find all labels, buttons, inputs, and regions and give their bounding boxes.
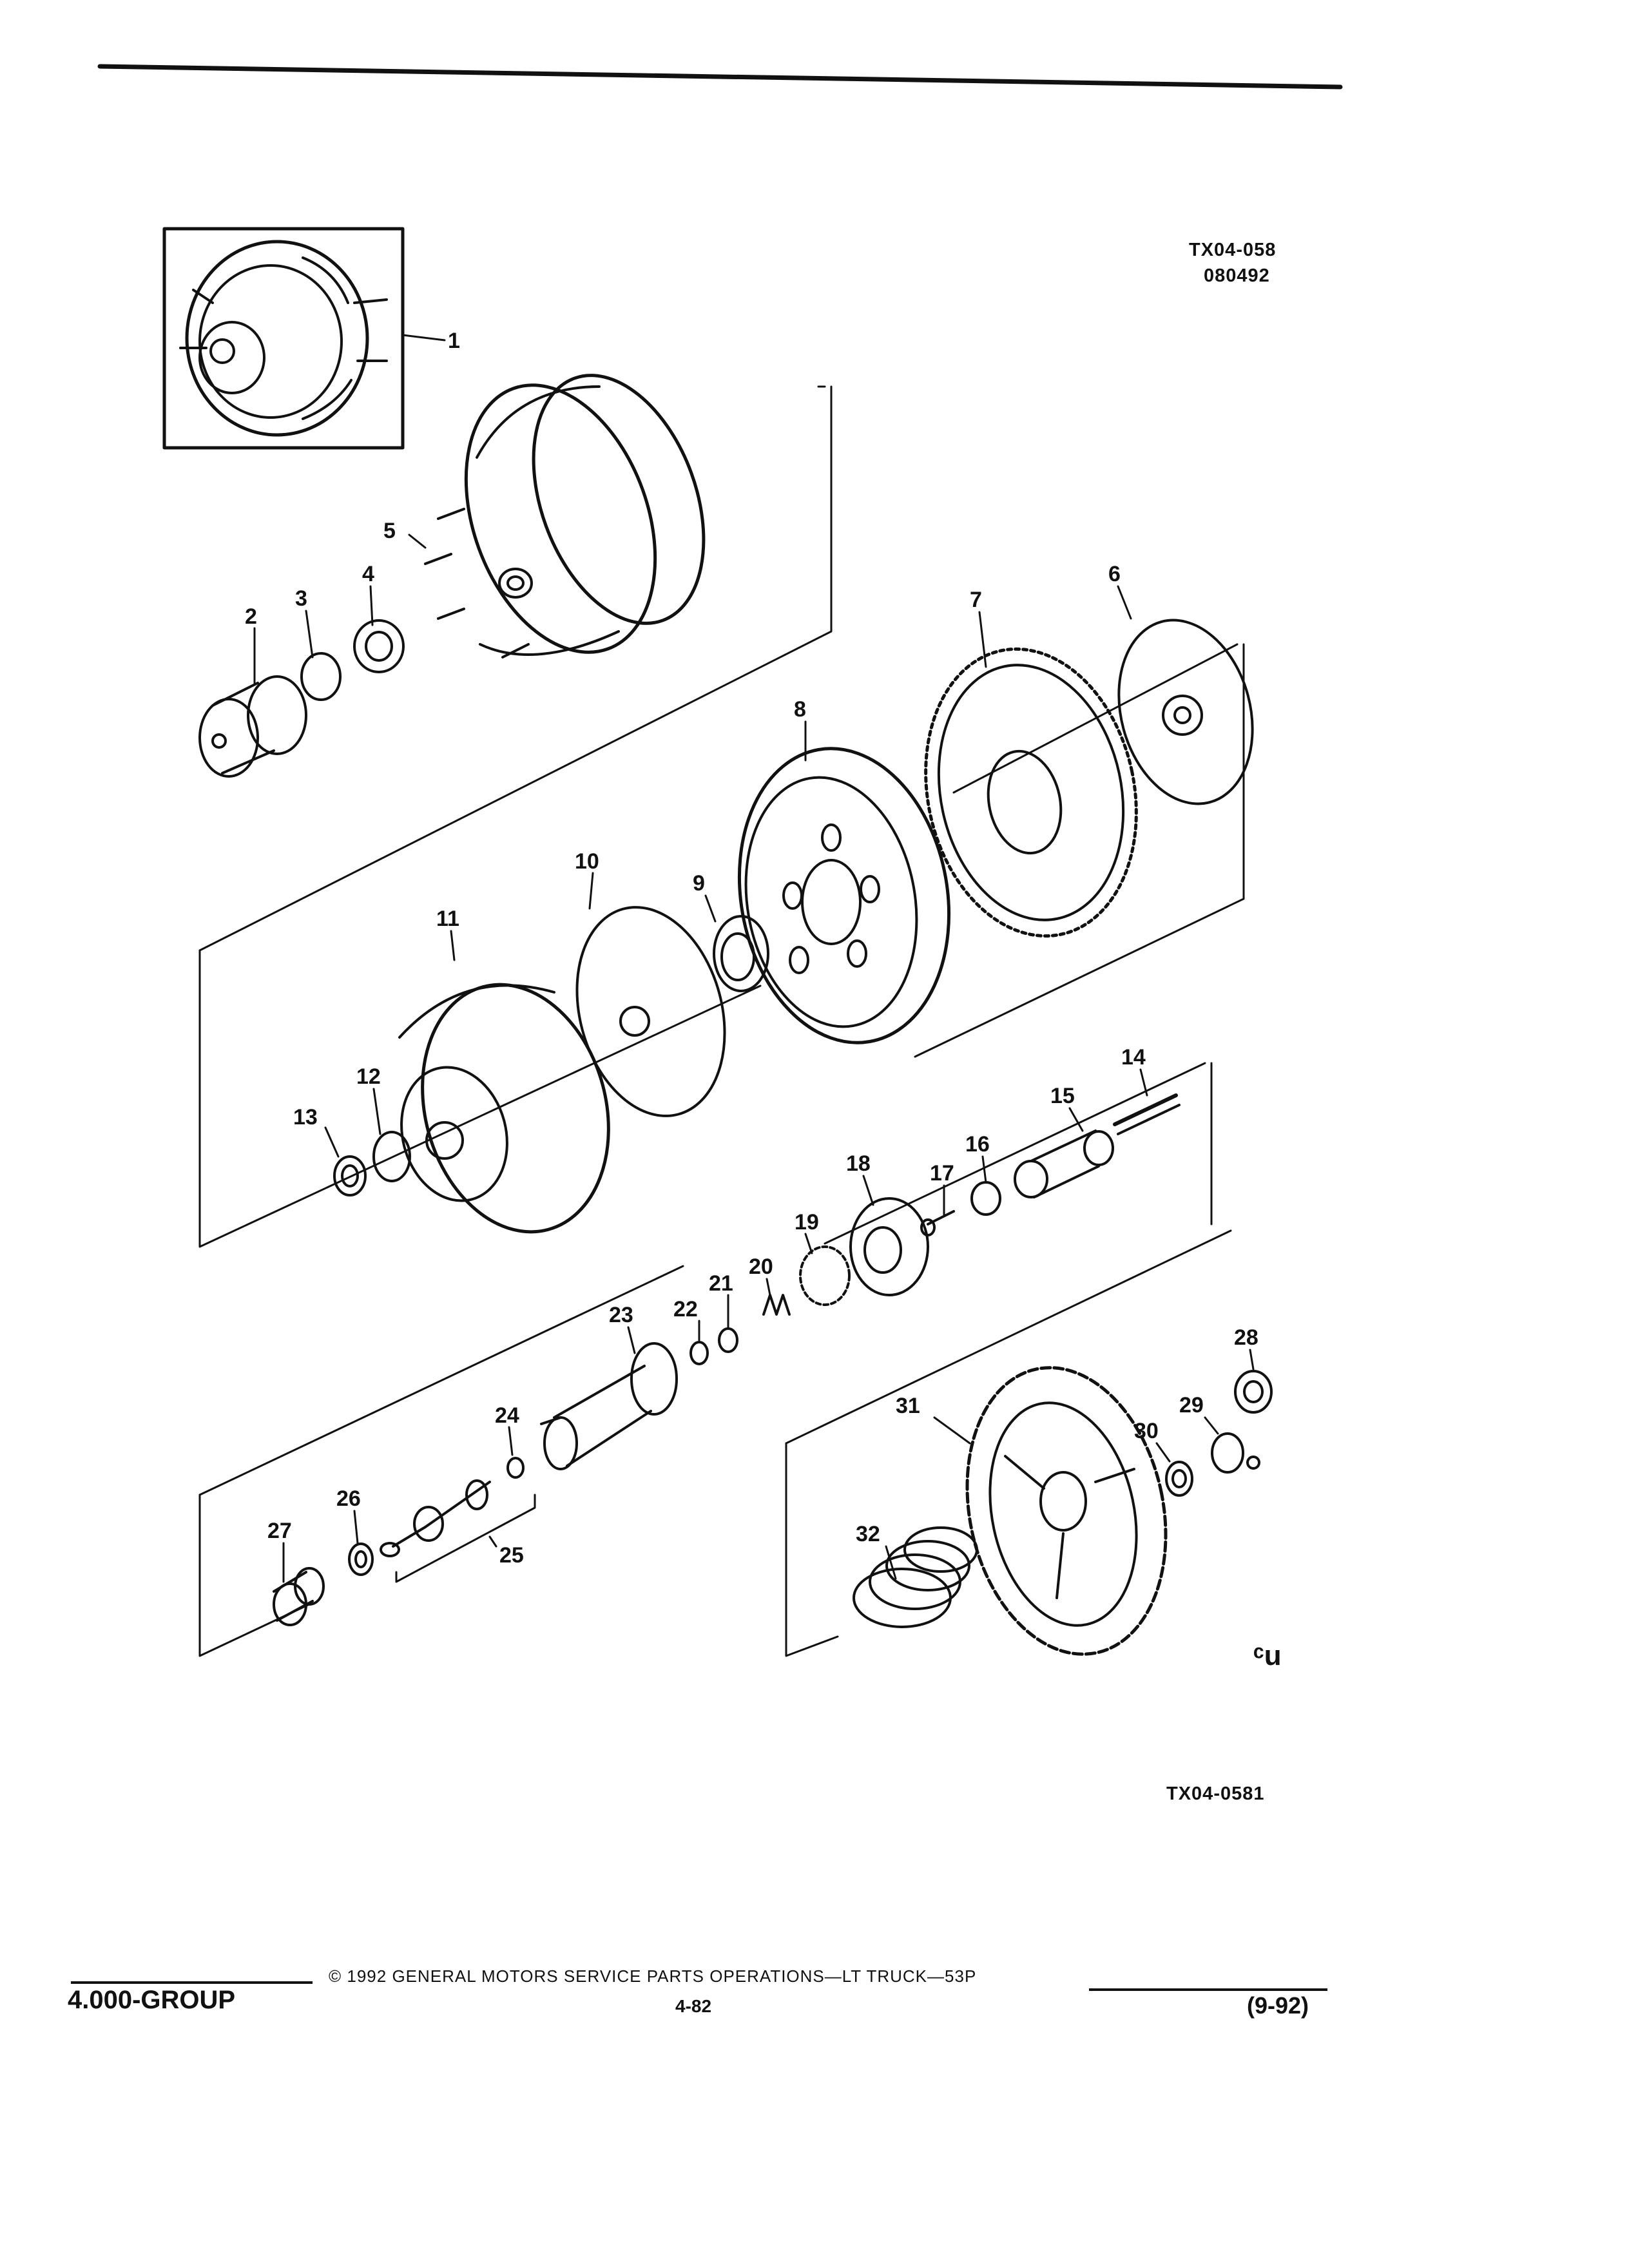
- callout-28: 28: [1234, 1325, 1258, 1350]
- callout-18: 18: [846, 1151, 871, 1176]
- part-24: [506, 1457, 525, 1479]
- callout-24: 24: [495, 1403, 519, 1428]
- valve-body-23: [540, 1342, 678, 1470]
- seal-9: [713, 915, 769, 992]
- seal-12-13: [333, 1131, 411, 1196]
- seal-ring-7: [924, 647, 1138, 938]
- callout-7: 7: [970, 588, 982, 612]
- bottom-figure-code: TX04-0581: [1166, 1783, 1265, 1804]
- group-label: 4.000-GROUP: [68, 1986, 236, 2014]
- pulley-8: [737, 747, 951, 1044]
- callout-numbers: 1 2 3 4 5 6 7 8 9 10 11 12 13 14 15 16 1…: [245, 329, 1258, 1568]
- diaphragm-10: [575, 906, 726, 1117]
- figure-date: 080492: [1204, 265, 1270, 286]
- cu-mark: ᶜu: [1253, 1640, 1282, 1671]
- copyright-line: © 1992 GENERAL MOTORS SERVICE PARTS OPER…: [329, 1966, 977, 1986]
- pin-14: [1113, 1093, 1181, 1135]
- callout-32: 32: [856, 1522, 880, 1546]
- callout-27: 27: [267, 1519, 292, 1543]
- part-30: [1165, 1461, 1193, 1497]
- diaphragm-6: [1117, 619, 1254, 805]
- front-housing-11: [398, 983, 610, 1234]
- revision-date: (9-92): [1247, 1992, 1309, 2019]
- callout-5: 5: [383, 519, 396, 543]
- guide-lines-upper: [198, 385, 1245, 1248]
- callout-20: 20: [749, 1254, 773, 1279]
- plate-18: [849, 1197, 929, 1296]
- callout-9: 9: [693, 871, 705, 896]
- callout-15: 15: [1050, 1084, 1075, 1108]
- part-16-17: [920, 1181, 1001, 1236]
- callout-11: 11: [436, 907, 459, 931]
- inset-assembly-box: [162, 227, 405, 450]
- callout-10: 10: [575, 849, 599, 874]
- callout-25: 25: [499, 1543, 524, 1568]
- gear-19: [799, 1245, 851, 1306]
- callout-22: 22: [673, 1297, 698, 1321]
- callout-23: 23: [609, 1303, 633, 1327]
- callout-26: 26: [336, 1486, 361, 1511]
- callout-2: 2: [245, 604, 257, 629]
- master-valve-parts: [198, 619, 405, 778]
- callout-21: 21: [709, 1271, 733, 1296]
- figure-code: TX04-058: [1189, 240, 1277, 260]
- booster-housing: [424, 374, 706, 658]
- valve-assembly-25: [380, 1479, 536, 1583]
- top-rule: [97, 64, 1343, 90]
- callout-29: 29: [1179, 1393, 1204, 1418]
- callout-31: 31: [896, 1394, 920, 1418]
- rear-housing-31: [965, 1366, 1168, 1656]
- spring-32: [853, 1526, 978, 1628]
- callout-8: 8: [794, 697, 806, 722]
- callout-16: 16: [965, 1132, 990, 1157]
- callout-12: 12: [356, 1064, 381, 1089]
- callout-6: 6: [1108, 562, 1121, 586]
- callout-13: 13: [293, 1105, 318, 1129]
- leader-lines: [253, 334, 1255, 1583]
- callout-30: 30: [1134, 1419, 1159, 1443]
- callout-3: 3: [295, 586, 307, 611]
- callout-4: 4: [362, 562, 374, 586]
- callout-1: 1: [448, 329, 460, 353]
- guide-lines-lower: [198, 1062, 1232, 1657]
- bushing-27: [273, 1567, 325, 1626]
- part-28: [1234, 1370, 1273, 1414]
- callout-19: 19: [795, 1210, 819, 1235]
- page-number: 4-82: [675, 1996, 712, 2016]
- plunger-15: [1014, 1129, 1114, 1198]
- callout-17: 17: [930, 1161, 954, 1186]
- part-29: [1211, 1432, 1260, 1474]
- callout-14: 14: [1121, 1045, 1146, 1070]
- part-26: [348, 1542, 374, 1576]
- spring-20-21-22: [689, 1294, 791, 1365]
